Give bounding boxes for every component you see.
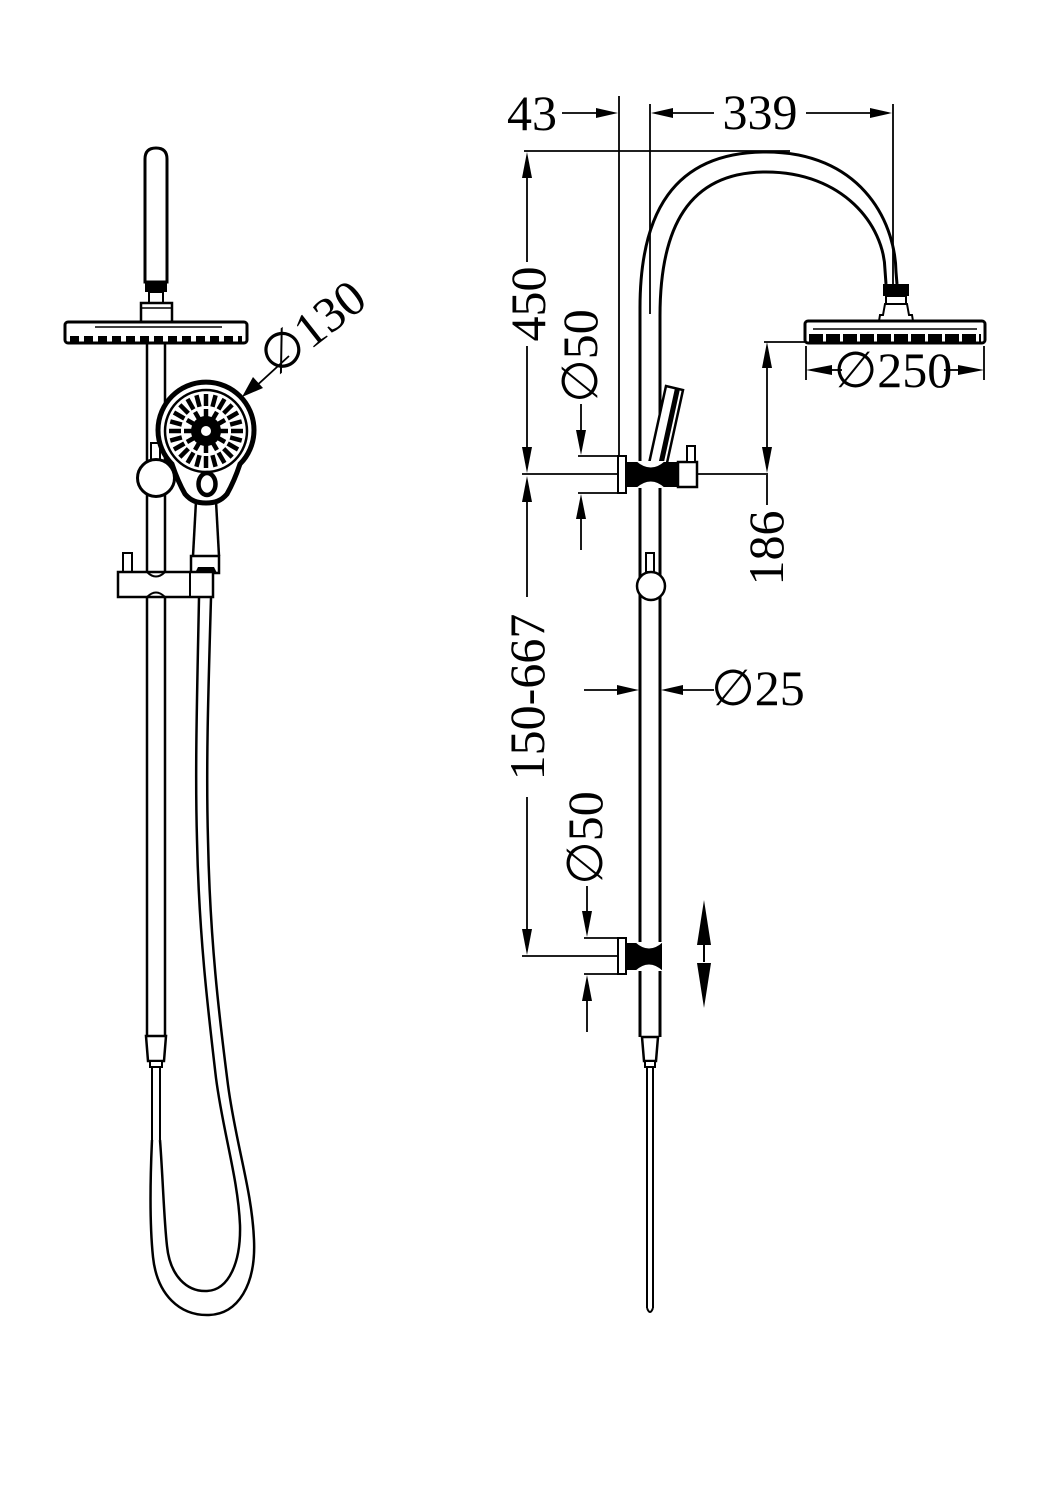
adjustability-arrow	[697, 900, 711, 1008]
side-tube-rounded-end	[646, 1307, 654, 1313]
side-rail-end-step	[644, 1060, 656, 1068]
front-pipe-neck	[148, 291, 164, 304]
rail-dia-label: ∅25	[711, 660, 805, 716]
dimension-450: 450	[500, 152, 556, 473]
front-handshower-head	[155, 379, 257, 506]
dimension-25: ∅25	[584, 660, 805, 716]
upper-clamp-top-notch	[636, 461, 665, 468]
upper-clamp-boss	[676, 460, 699, 489]
front-pipe-joint-band	[145, 281, 167, 292]
dimension-186: 186	[738, 342, 794, 586]
gooseneck-inner-curve	[658, 170, 888, 317]
dimension-150-667: 150-667	[499, 476, 555, 955]
dimension-130: ∅130	[242, 269, 376, 397]
gooseneck-outer-curve	[638, 150, 899, 309]
front-handle-edges	[214, 500, 221, 557]
lower-wall-plate	[617, 937, 627, 975]
side-view	[522, 96, 987, 1313]
dimension-50-lower: ∅50	[557, 791, 613, 1032]
head-cone-connector	[877, 303, 915, 322]
upper-wall-plate	[617, 455, 627, 494]
handshower-hanger-hole	[196, 470, 218, 498]
head-to-bracket-label: 186	[738, 511, 794, 586]
front-view: ∅130	[63, 146, 376, 1317]
front-diverter-knob	[136, 458, 176, 498]
front-hose-inner-edge	[158, 597, 242, 1293]
swivel-collar	[885, 295, 907, 305]
swivel-nut	[883, 284, 909, 296]
lower-clamp-bottom-notch	[635, 964, 663, 971]
drop-height-label: 450	[500, 267, 556, 342]
side-rail-end-cap	[640, 1035, 660, 1063]
upper-bracket-dia-label: ∅50	[552, 309, 608, 403]
front-slider-bracket	[116, 570, 215, 599]
offset-top-label: 43	[507, 85, 557, 141]
lower-bracket-dia-label: ∅50	[557, 791, 613, 885]
head-dia-label: ∅250	[834, 342, 953, 398]
side-knob-pin	[645, 552, 655, 573]
front-top-pipe	[143, 146, 169, 284]
handshower-center-dot	[201, 426, 211, 436]
dimension-339: 339	[651, 84, 892, 140]
front-holder-wedge	[195, 567, 217, 573]
rail-adjust-range-label: 150-667	[499, 614, 555, 781]
front-bracket-pin	[122, 552, 133, 573]
side-diverter-knob	[635, 570, 667, 602]
upper-clamp-stub	[686, 445, 696, 463]
arm-reach-label: 339	[723, 84, 798, 140]
dimension-50-upper: ∅50	[552, 309, 608, 550]
diverter-lever-stripe	[657, 388, 680, 471]
front-hose-outer-edge	[149, 597, 256, 1317]
upper-clamp-bottom-notch	[636, 481, 665, 488]
lower-clamp-top-notch	[635, 942, 663, 949]
dimension-250: ∅250	[805, 342, 985, 398]
dimension-annotations: 43 339 450 ∅50	[499, 84, 985, 1032]
front-head-connector	[139, 301, 174, 324]
leader-arrowhead	[242, 377, 263, 397]
front-rail-end-step	[149, 1060, 163, 1068]
spray-nozzle-ring	[169, 394, 243, 468]
dimension-43: 43	[507, 85, 618, 141]
handshower-dia-label: ∅130	[248, 269, 376, 386]
front-rail-end-cap	[144, 1034, 168, 1063]
